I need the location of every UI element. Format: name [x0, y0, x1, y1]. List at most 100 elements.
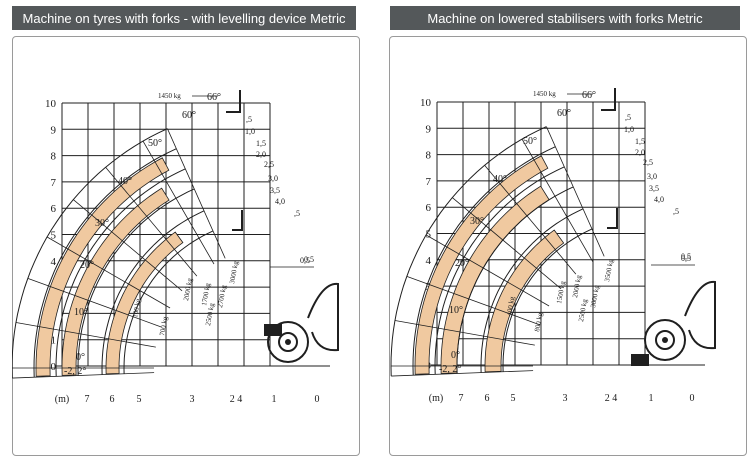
reach-arc	[33, 148, 177, 378]
stabiliser-icon	[631, 354, 649, 366]
boom-angle-label: 66°	[207, 92, 221, 103]
angle-line	[546, 126, 605, 257]
extension-label: 2,0	[635, 148, 645, 157]
fork-offset-label: 0,5	[304, 255, 314, 264]
x-tick-label: 2 4	[605, 393, 618, 404]
load-capacity-label: 100 kg	[131, 298, 142, 319]
y-tick-label: 4	[51, 256, 57, 268]
angle-line	[27, 278, 162, 328]
extension-label: 2,5	[643, 158, 653, 167]
extension-label: 3,0	[647, 172, 657, 181]
extension-label: 4,0	[654, 195, 664, 204]
wheel-hub-icon	[278, 332, 298, 352]
boom-angle-label: -2, 2°	[439, 364, 461, 375]
x-tick-label: 5	[511, 393, 516, 404]
wheel-hub-icon	[655, 330, 675, 350]
x-tick-label: 0	[690, 393, 695, 404]
top-load-label: 1450 kg	[533, 90, 556, 98]
extension-label: 3,5	[649, 184, 659, 193]
extension-label: ,5	[294, 209, 300, 218]
load-capacity-label: 3000 kg	[228, 260, 240, 284]
load-capacity-label: 1700 kg	[200, 282, 212, 306]
x-tick-label: 3	[563, 393, 568, 404]
fork-icon	[226, 90, 241, 113]
load-capacity-label: 2500 kg	[204, 302, 216, 326]
x-tick-label: 1	[649, 393, 654, 404]
x-tick-label: 7	[459, 393, 464, 404]
fork-icon	[601, 88, 616, 111]
load-zone	[61, 187, 170, 376]
boom-angle-label: 60°	[182, 110, 196, 121]
reach-arc	[456, 186, 574, 374]
reach-arc	[390, 126, 547, 377]
extension-label: 3,0	[268, 174, 278, 183]
wheel-icon	[644, 319, 686, 361]
y-tick-label: 7	[51, 177, 57, 189]
reach-arc	[434, 166, 565, 375]
angle-line	[521, 138, 594, 263]
boom-angle-label: 50°	[523, 136, 537, 147]
reach-arc	[12, 128, 168, 379]
stabiliser-icon	[264, 324, 282, 336]
load-capacity-label: 400 kg	[505, 296, 516, 317]
y-tick-label: 1	[51, 335, 57, 347]
load-capacity-label: 700 kg	[158, 316, 169, 337]
wheel-axle-icon	[662, 337, 668, 343]
boom-angle-label: 20°	[455, 258, 469, 269]
angle-line	[12, 372, 155, 379]
load-capacity-label: 3000 kg	[589, 284, 601, 308]
offset-label: 0,5	[681, 254, 691, 263]
extension-label: 2,0	[256, 150, 266, 159]
boom-angle-label: 30°	[470, 216, 484, 227]
extension-label: ,5	[625, 113, 631, 122]
x-tick-label: 3	[190, 394, 195, 405]
y-tick-label: 10	[420, 97, 432, 109]
y-tick-label: 8	[51, 151, 57, 163]
angle-line	[394, 320, 535, 346]
extension-label: 3,5	[270, 186, 280, 195]
x-tick-label: 6	[110, 394, 115, 405]
y-tick-label: 8	[426, 150, 432, 162]
machine-body-icon	[307, 282, 339, 352]
angle-line	[484, 165, 577, 275]
boom-angle-label: 60°	[557, 108, 571, 119]
wheel-icon	[267, 321, 309, 363]
extension-label: ,5	[246, 115, 252, 124]
load-capacity-label: 2500 kg	[577, 298, 589, 322]
reach-arc	[480, 208, 584, 373]
reach-arc	[412, 146, 556, 376]
boom-angle-label: 30°	[95, 218, 109, 229]
angle-line	[105, 167, 198, 277]
angle-line	[46, 236, 171, 309]
fork-icon	[607, 208, 618, 229]
extension-label: 1,0	[624, 125, 634, 134]
reach-arc	[123, 230, 214, 374]
y-tick-label: 9	[51, 124, 57, 136]
boom-angle-label: 20°	[80, 260, 94, 271]
boom-angle-label: 10°	[74, 307, 88, 318]
extension-label: 4,0	[275, 197, 285, 206]
reach-arc	[55, 168, 186, 377]
y-tick-label: 6	[51, 203, 57, 215]
load-capacity-label: 2000 kg	[182, 277, 194, 301]
x-tick-label: 0	[315, 394, 320, 405]
machine-body-icon	[684, 280, 716, 350]
y-tick-label: 5	[426, 229, 432, 241]
load-capacity-label: 800 kg	[533, 312, 544, 333]
wheel-axle-icon	[285, 339, 291, 345]
angle-line	[452, 197, 562, 290]
y-tick-label: 7	[426, 176, 432, 188]
top-load-label: 1450 kg	[158, 92, 181, 100]
x-tick-label: 2 4	[230, 394, 243, 405]
panel-title: Machine on tyres with forks - with level…	[12, 6, 356, 30]
y-tick-label: 4	[426, 255, 432, 267]
x-tick-label: 7	[85, 394, 90, 405]
angle-line	[142, 140, 215, 265]
load-capacity-label: 2700 kg	[216, 284, 228, 308]
x-tick-label: 6	[485, 393, 490, 404]
angle-line	[167, 128, 226, 259]
x-tick-label: (m)	[55, 394, 69, 405]
boom-angle-label: 40°	[118, 176, 132, 187]
angle-line	[391, 370, 534, 377]
